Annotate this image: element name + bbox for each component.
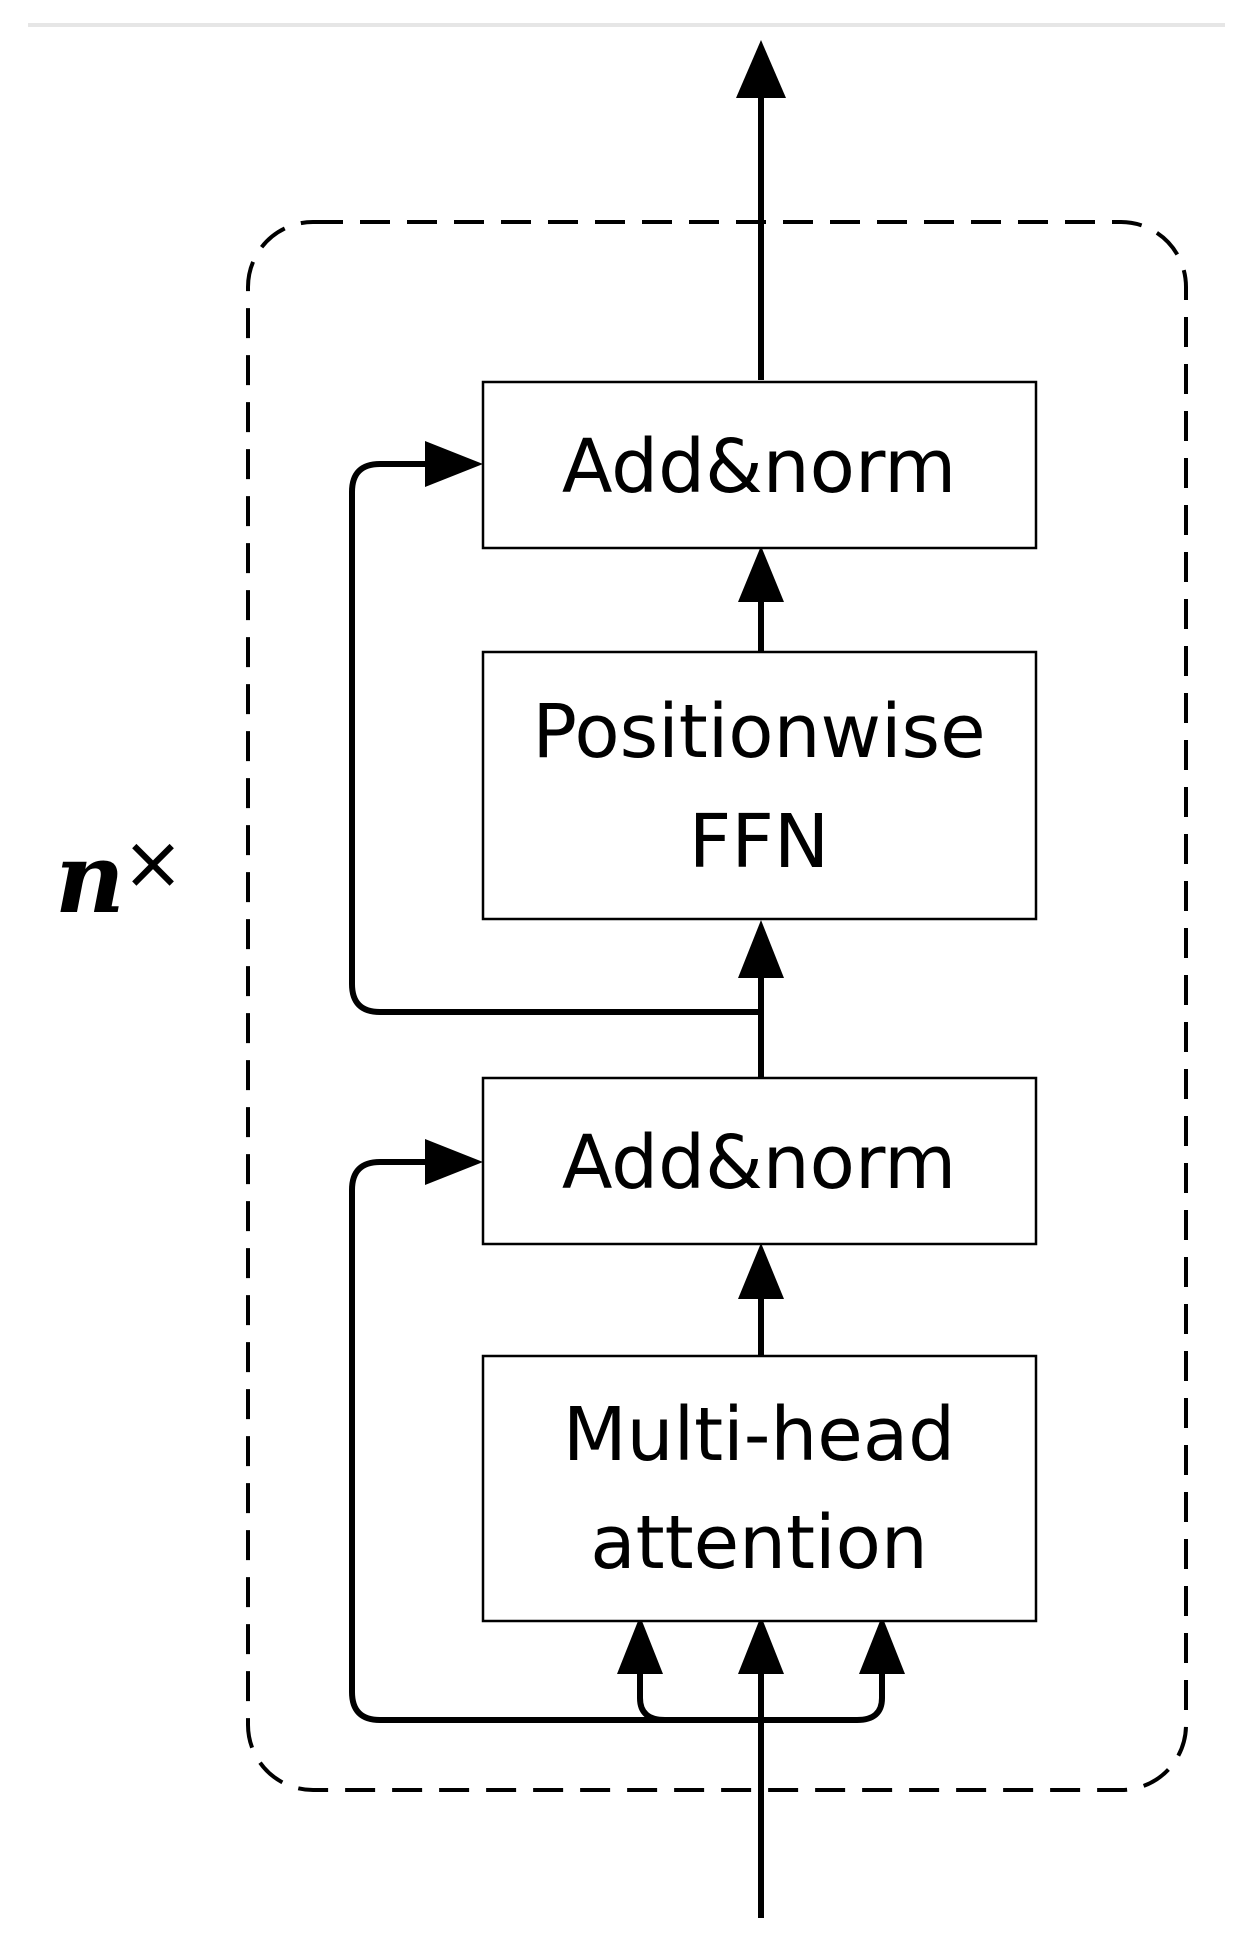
repeat-frame [246,220,1188,1792]
add-norm-block-bottom: Add&norm [481,1076,1038,1246]
repeat-count-label: n × [55,820,184,935]
arrowhead-skip-top [425,441,483,487]
repeat-variable: n [55,822,125,935]
add-norm-bottom-label: Add&norm [562,1120,956,1206]
multi-head-attention-block: Multi-head attention [481,1354,1038,1623]
arrowhead-output [736,40,786,98]
attention-split-left [637,1668,761,1723]
arrowhead-attention-center [738,1616,784,1674]
attention-label-line1: Multi-head [563,1392,955,1478]
add-norm-block-top: Add&norm [481,380,1038,550]
arrowhead-into-ffn [738,920,784,978]
arrowhead-into-top-addnorm [738,546,784,602]
ffn-box [481,650,1038,921]
arrowhead-skip-bottom [425,1139,483,1185]
arrowhead-attention-left [617,1616,663,1674]
attention-box [481,1354,1038,1623]
repeat-operator: × [122,820,184,906]
positionwise-ffn-block: Positionwise FFN [481,650,1038,921]
attention-label-line2: attention [590,1500,928,1586]
add-norm-top-label: Add&norm [562,424,956,510]
attention-split-right [761,1668,885,1723]
residual-skip-top [349,461,761,1015]
ffn-label-line2: FFN [689,799,829,885]
residual-skip-bottom [349,1159,761,1723]
add-norm-bottom-box [481,1076,1038,1246]
arrowhead-into-bottom-addnorm [738,1243,784,1299]
arrowhead-attention-right [859,1616,905,1674]
ffn-label-line1: Positionwise [532,689,985,775]
add-norm-top-box [481,380,1038,550]
